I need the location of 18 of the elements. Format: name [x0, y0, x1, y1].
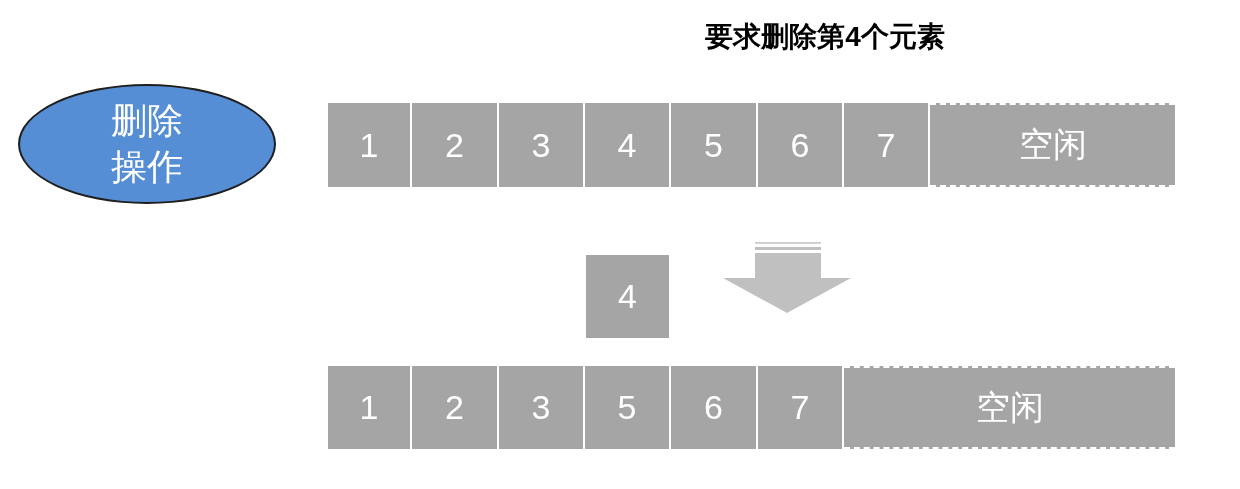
- array-cell: 6: [758, 103, 842, 187]
- array-cell: 7: [844, 103, 928, 187]
- array-cell: 5: [585, 366, 669, 449]
- free-space-cell: 空闲: [930, 103, 1175, 187]
- array-cell: 2: [412, 366, 497, 449]
- array-cell: 4: [585, 103, 669, 187]
- array-cell: 5: [671, 103, 756, 187]
- array-cell: 1: [328, 366, 410, 449]
- array-cell: 3: [499, 366, 583, 449]
- array-cell: 4: [586, 255, 669, 338]
- array-cell: 3: [499, 103, 583, 187]
- free-space-cell: 空闲: [844, 366, 1175, 449]
- title: 要求删除第4个元素: [704, 20, 946, 54]
- operation-ellipse: 删除操作: [18, 84, 276, 204]
- array-cell: 6: [671, 366, 756, 449]
- array-cell: 7: [758, 366, 842, 449]
- array-cell: 1: [328, 103, 410, 187]
- array-cell: 2: [412, 103, 497, 187]
